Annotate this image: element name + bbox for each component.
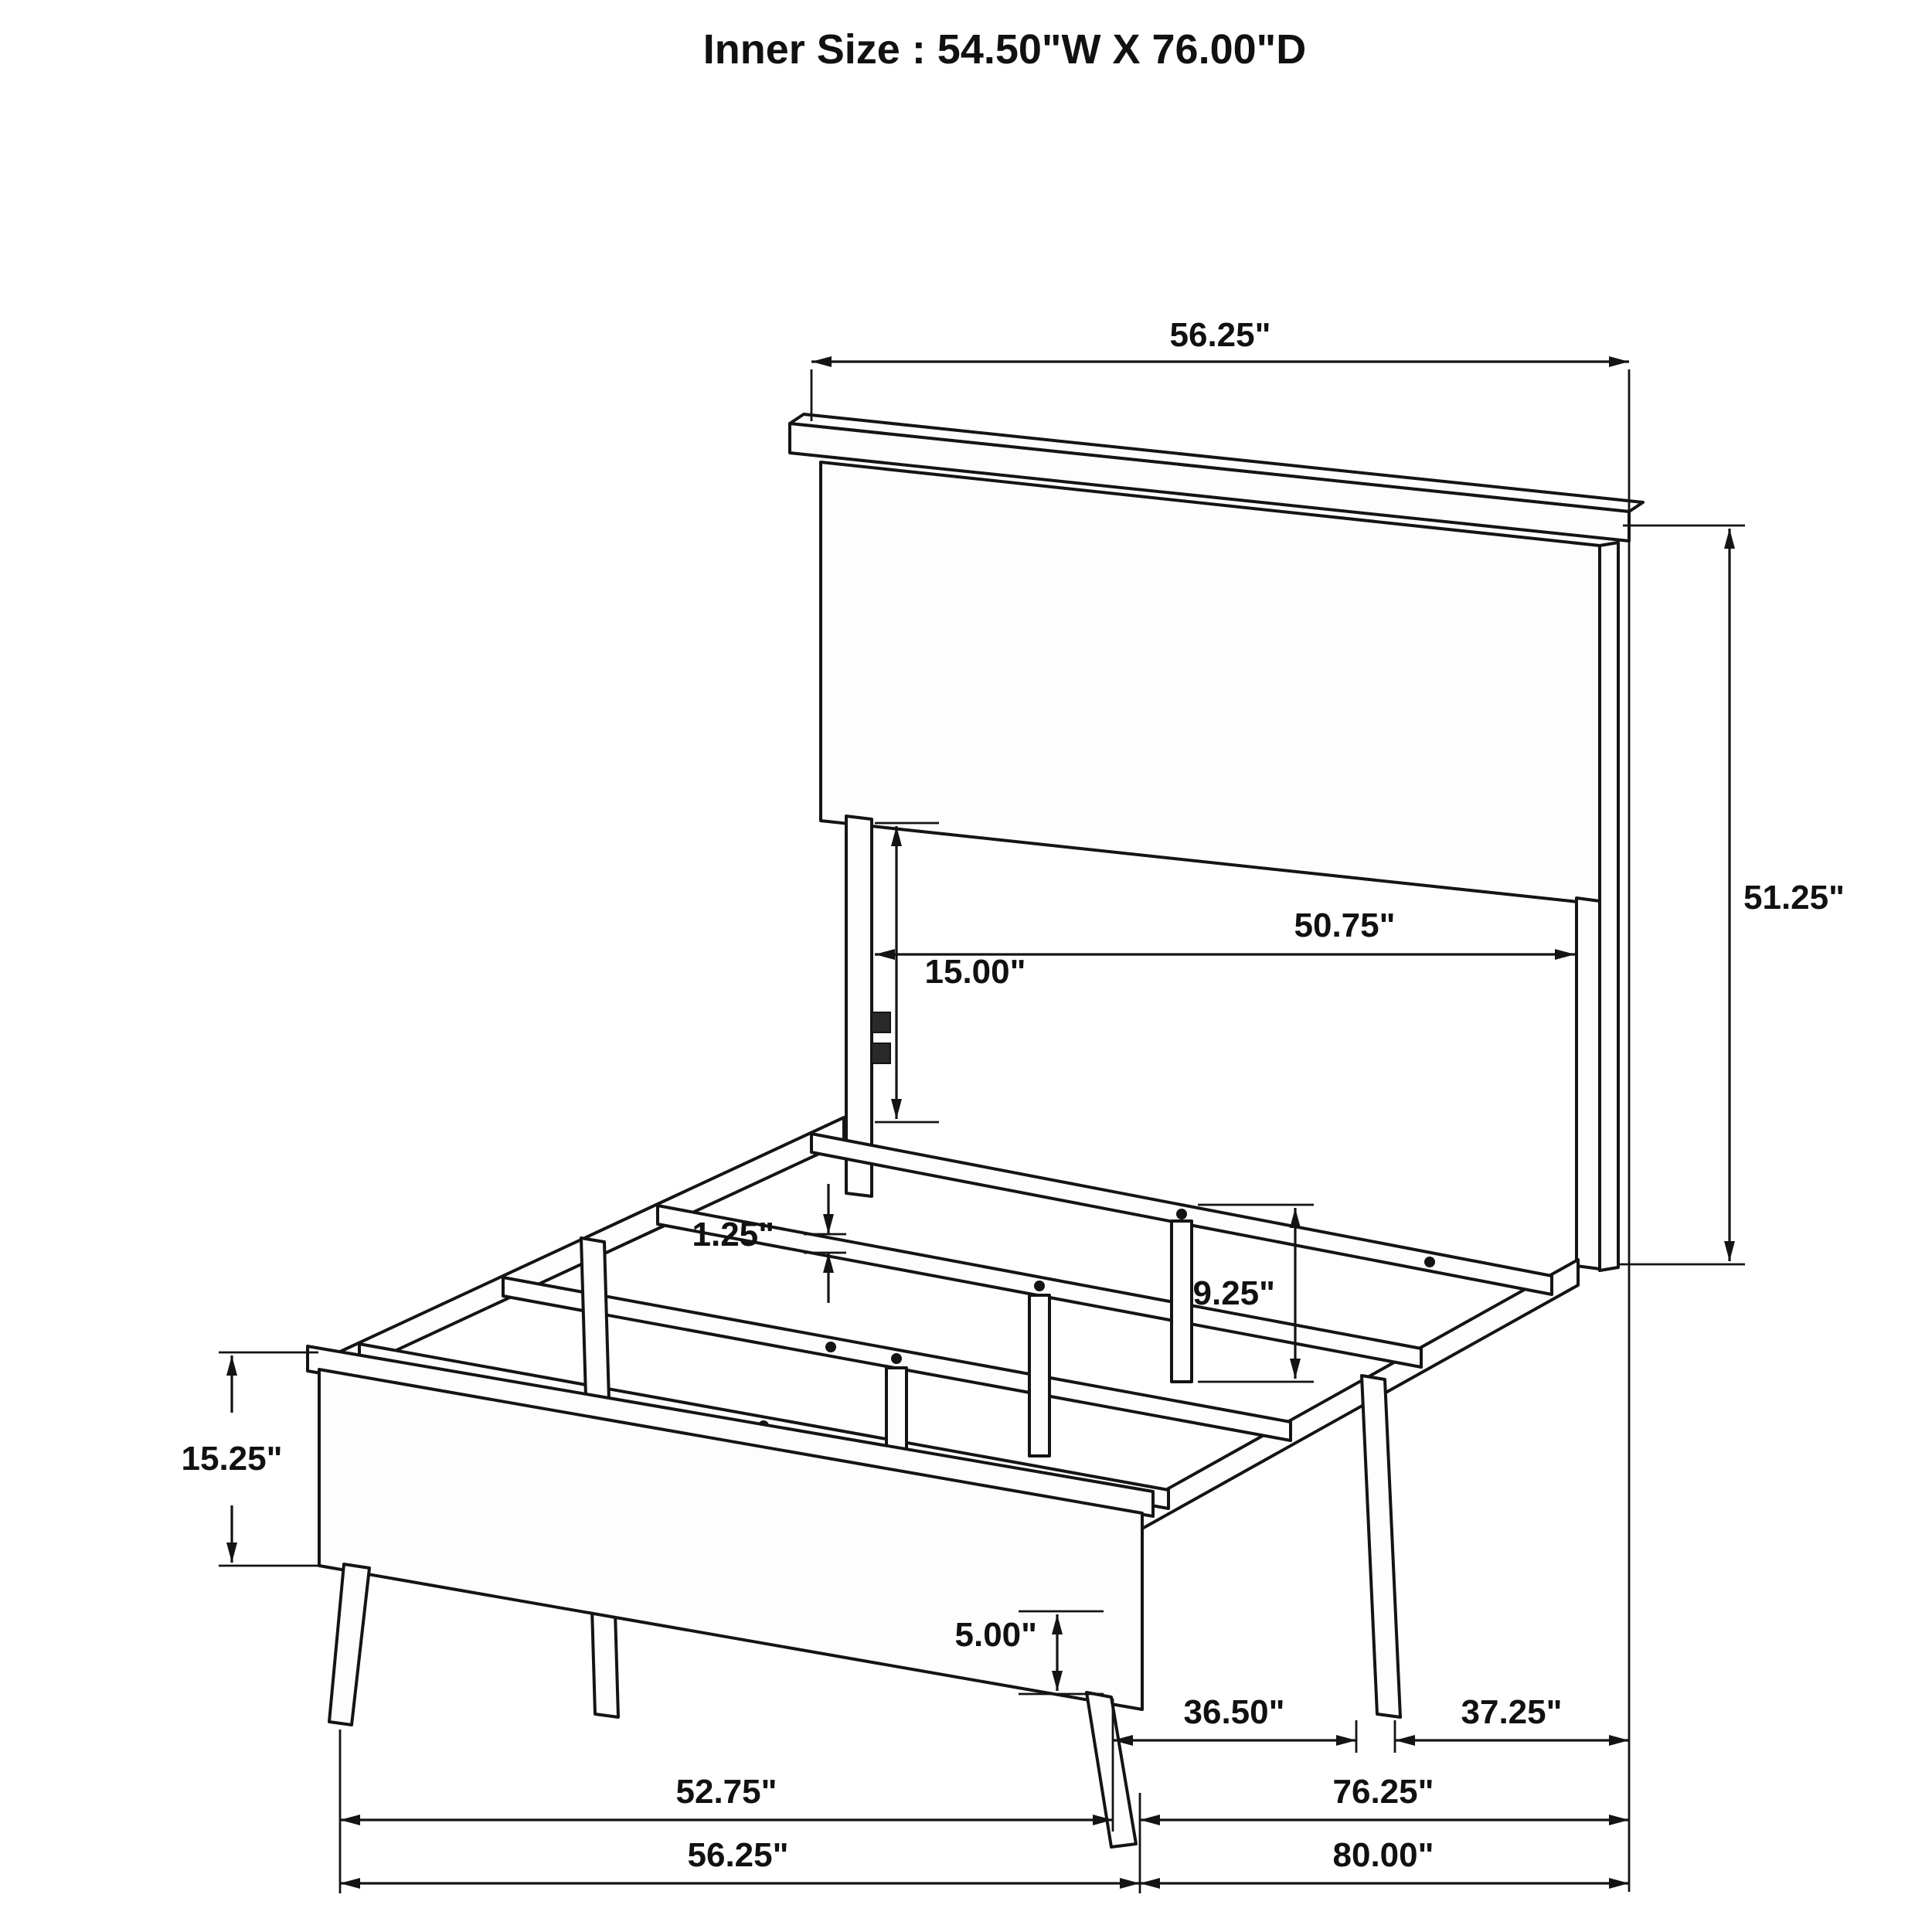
rail-hook-bracket-bottom — [871, 1043, 891, 1064]
footboard-leg-left — [328, 1563, 371, 1726]
diagram-title: Inner Size : 54.50"W X 76.00"D — [703, 26, 1307, 73]
screw-hole-3 — [1034, 1281, 1045, 1291]
headboard-leg-right — [1575, 896, 1601, 1270]
dim-headboard-width: 56.25" — [810, 316, 1629, 421]
dim-label-headboard-width: 56.25" — [1170, 316, 1271, 354]
dim-center-support-height: 9.25" — [1193, 1203, 1314, 1383]
center-support-leg-2 — [1028, 1294, 1051, 1458]
footboard-leg-right — [1085, 1691, 1138, 1849]
dim-label-footboard-height: 15.25" — [182, 1440, 283, 1478]
dim-footboard-width: 56.25" — [340, 1836, 1140, 1889]
dim-label-overall-length: 80.00" — [1333, 1836, 1434, 1874]
dim-foot-leg-height: 5.00" — [955, 1610, 1104, 1696]
dim-label-footboard-inner: 52.75" — [676, 1773, 777, 1811]
screw-hole-5 — [825, 1342, 836, 1352]
dim-leg-span-rear: 37.25" — [1393, 1693, 1629, 1753]
dim-headboard-panel-width: 50.75" — [875, 906, 1575, 960]
dim-label-footboard-width: 56.25" — [688, 1836, 789, 1874]
screw-hole-2 — [1424, 1257, 1435, 1267]
dim-label-foot-leg: 5.00" — [955, 1616, 1038, 1654]
headboard-leg-left — [845, 815, 873, 1198]
dim-headboard-height: 51.25" — [1620, 524, 1845, 1266]
dim-label-slat-thickness: 1.25" — [692, 1216, 775, 1253]
dim-footboard-height: 15.25" — [182, 1351, 318, 1567]
headboard — [788, 413, 1645, 1272]
dim-label-leg-exposed: 15.00" — [925, 953, 1026, 991]
dim-footboard-inner-width: 52.75" — [338, 1730, 1113, 1893]
footboard — [306, 1345, 1155, 1849]
dim-label-panel-width: 50.75" — [1294, 906, 1396, 944]
dim-label-rail-length: 76.25" — [1333, 1773, 1434, 1811]
dim-label-span-rear: 37.25" — [1461, 1693, 1563, 1731]
dim-label-center-support: 9.25" — [1193, 1274, 1276, 1312]
rail-hook-bracket-top — [871, 1012, 891, 1033]
center-support-leg-1 — [1170, 1219, 1193, 1383]
footboard-cap — [306, 1345, 1155, 1518]
screw-hole-1 — [1176, 1209, 1187, 1219]
dim-label-span-front: 36.50" — [1184, 1693, 1285, 1731]
screw-hole-4 — [891, 1353, 902, 1364]
rail-support-leg-right — [1360, 1374, 1402, 1719]
footboard-panel — [318, 1368, 1144, 1711]
dim-side-rail-length: 76.25" — [1138, 1773, 1629, 1893]
dim-leg-span-front: 36.50" — [1111, 1693, 1358, 1832]
headboard-side-edge — [1598, 541, 1620, 1272]
dim-headboard-leg-exposed: 15.00" — [875, 821, 1026, 1124]
dim-overall-length: 80.00" — [1140, 1836, 1629, 1889]
dim-label-headboard-height: 51.25" — [1743, 879, 1845, 917]
dim-slat-thickness: 1.25" — [692, 1184, 846, 1303]
